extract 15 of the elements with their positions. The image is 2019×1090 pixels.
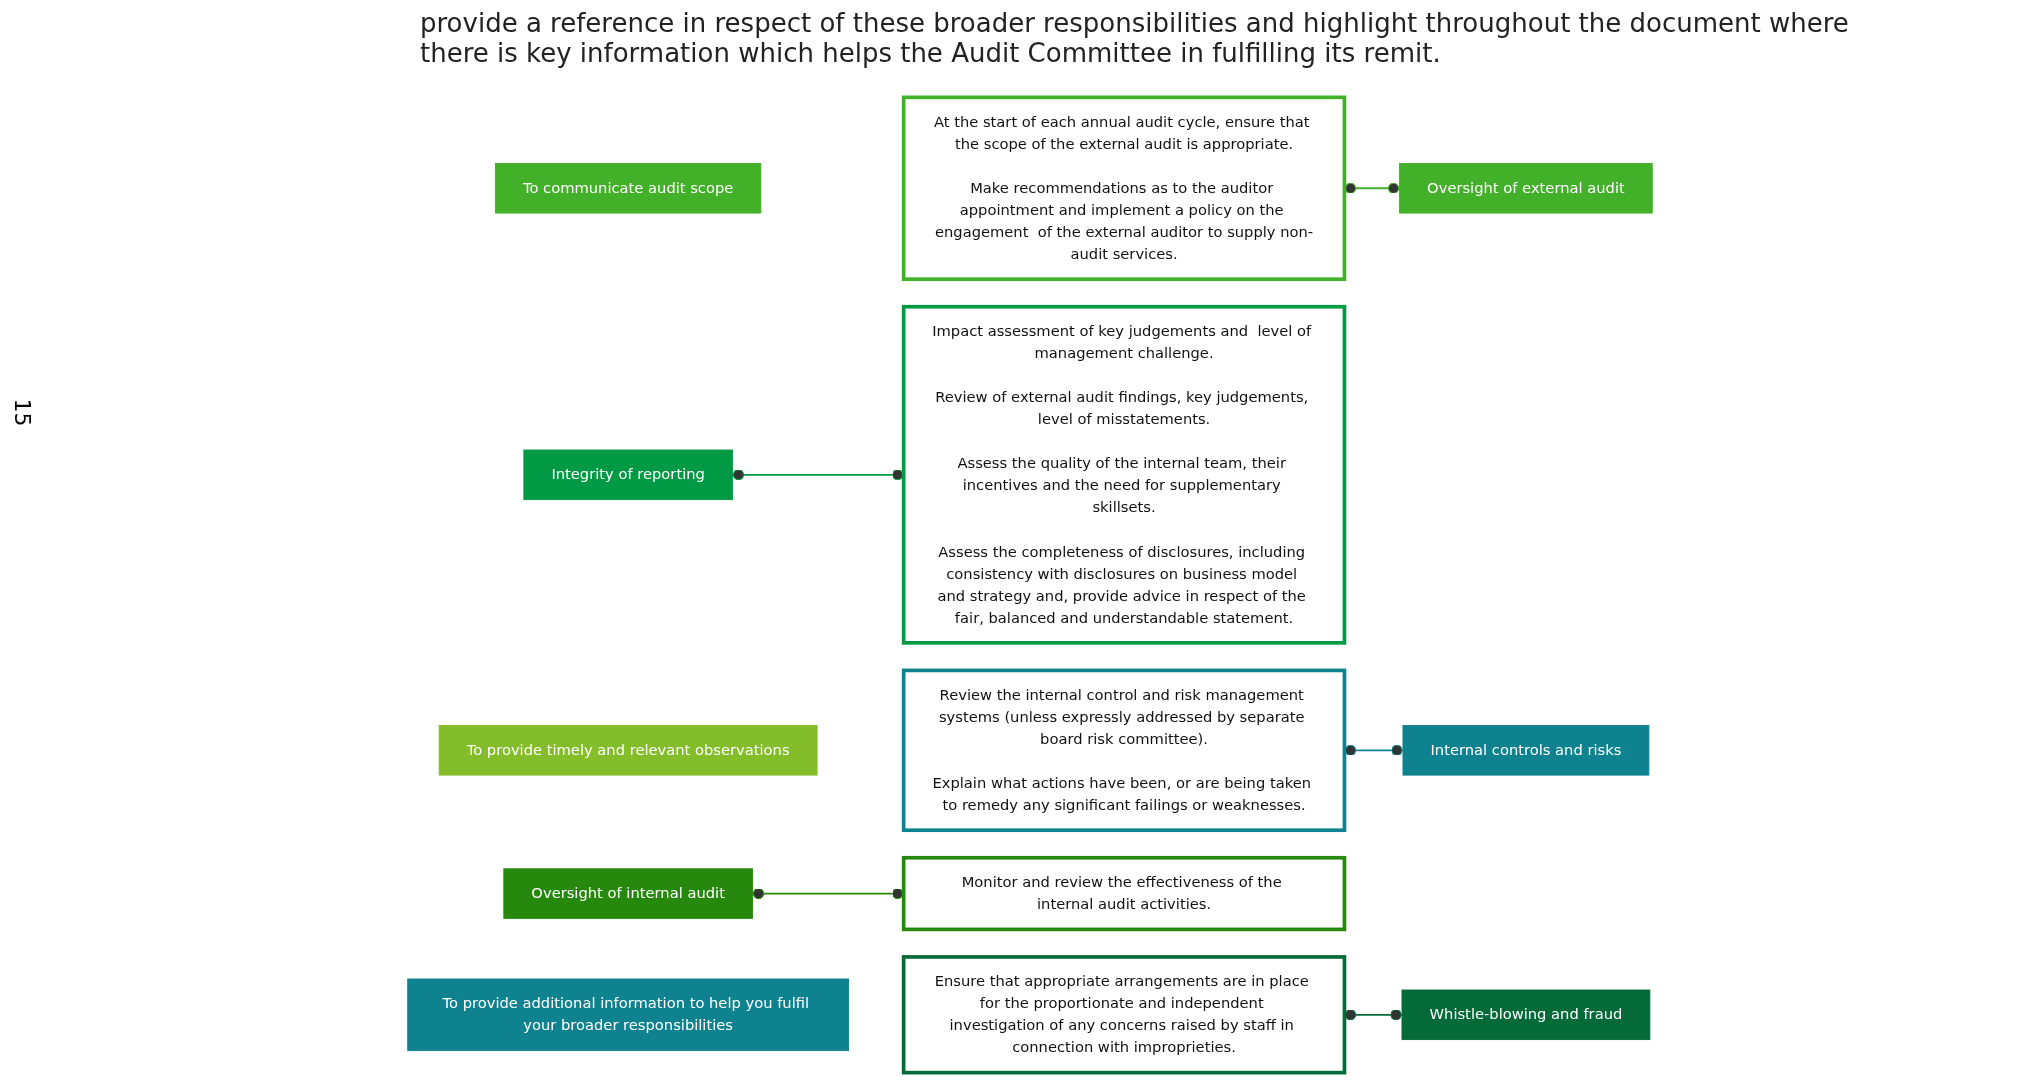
node-box: Oversight of internal audit (503, 868, 753, 919)
node-box: Review the internal control and risk management systems (unless expressly addressed by separate board risk committee). Explain what actions have been, or are being taken to remedy any significant failings or weaknesses. (901, 668, 1347, 833)
node-box: Monitor and review the effectiveness of the internal audit activities. (901, 855, 1347, 932)
node-box: At the start of each annual audit cycle, ensure that the scope of the external audit is appropriate. Make recommendations as to the auditor appointment and implement a policy on the engagement of the external auditor to supply non-audit services. (901, 95, 1347, 281)
node-box: Oversight of external audit (1399, 163, 1653, 214)
node-box: To communicate audit scope (494, 163, 762, 214)
node-box: To provide additional information to help you fulfil your broader responsibilities (407, 978, 849, 1052)
node-box: Whistle-blowing and fraud (1401, 989, 1651, 1041)
node-box: To provide timely and relevant observations (438, 725, 818, 776)
node-box: Integrity of reporting (523, 449, 733, 501)
intro-paragraph: provide a reference in respect of these broader responsibilities and highlight throughout the document where there is key information which helps the Audit Committee in fulfilling its remit. (420, 8, 1850, 68)
node-box: Internal controls and risks (1402, 725, 1650, 776)
node-box: Impact assessment of key judgements and level of management challenge. Review of external audit findings, key judgements, level of misstatements. Assess the quality of the internal team, their incentives and the need for supplementary skillsets. Assess the completeness of disclosures, including consistency with disclosures on business model and strategy and, provide advice in respect of the fair, balanced and understandable statement. (901, 304, 1347, 645)
node-box: Ensure that appropriate arrangements are in place for the proportionate and independent investigation of any concerns raised by staff in connection with improprieties. (901, 955, 1347, 1075)
page-number: 15 (9, 398, 35, 427)
